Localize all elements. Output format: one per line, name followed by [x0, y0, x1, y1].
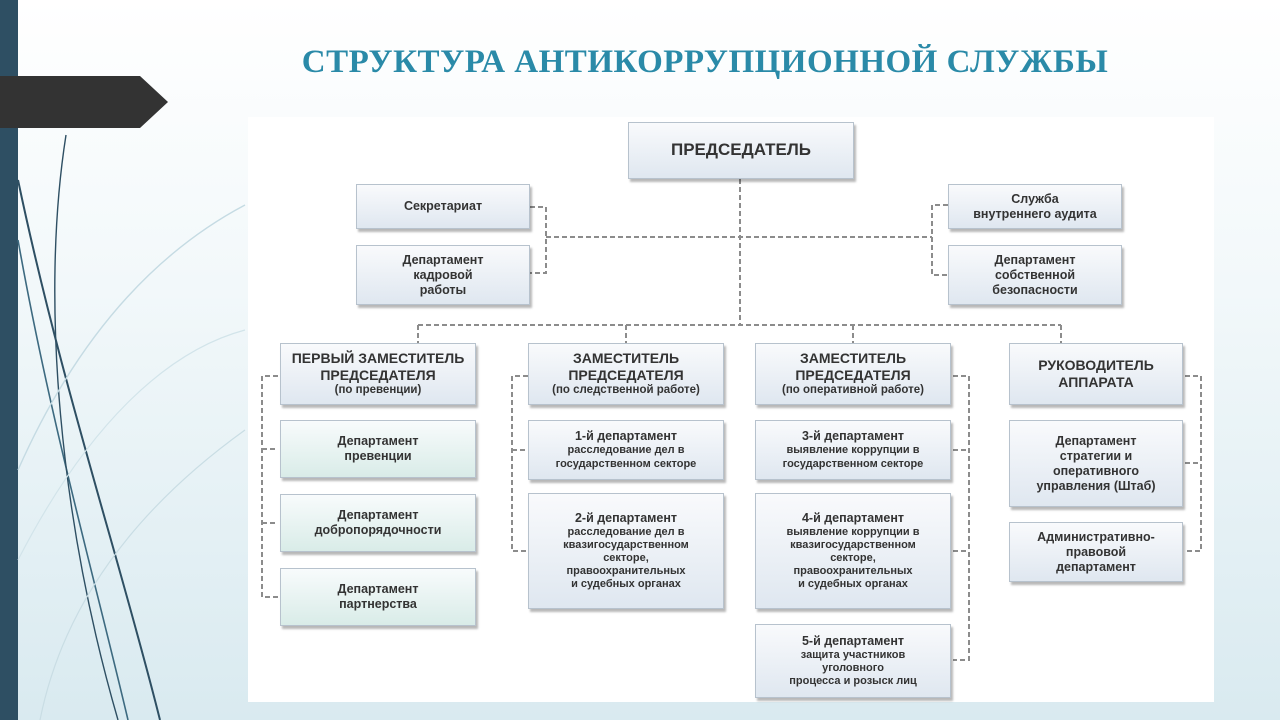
own-security-line: безопасности — [992, 282, 1078, 297]
department-5-box: 5-й департамент защита участников уголов… — [755, 624, 951, 698]
internal-audit-box: Служба внутреннего аудита — [948, 184, 1122, 229]
hr-department-line: Департамент — [402, 252, 484, 267]
department-line: департамент — [1056, 559, 1136, 574]
department-desc: секторе, — [603, 551, 649, 564]
investigation-deputy-box: ЗАМЕСТИТЕЛЬ ПРЕДСЕДАТЕЛЯ (по следственно… — [528, 343, 724, 405]
chairman-label: ПРЕДСЕДАТЕЛЬ — [670, 140, 812, 160]
secretariat-label: Секретариат — [403, 199, 483, 213]
department-name: 2-й департамент — [574, 510, 678, 525]
operational-deputy-title: ПРЕДСЕДАТЕЛЯ — [795, 367, 911, 384]
department-line: Департамент — [337, 508, 419, 522]
operational-deputy-note: (по оперативной работе) — [782, 383, 924, 396]
department-desc: уголовного — [822, 661, 884, 674]
department-desc: государственном секторе — [555, 457, 697, 470]
department-line: Административно- — [1037, 529, 1155, 544]
first-deputy-note: (по превенции) — [334, 383, 422, 396]
hr-department-line: кадровой — [413, 267, 473, 282]
department-desc: выявление коррупции в — [786, 444, 920, 457]
department-line: превенции — [344, 449, 412, 463]
title-tab-marker — [0, 76, 168, 128]
department-desc: и судебных органах — [798, 578, 908, 591]
department-3-box: 3-й департамент выявление коррупции в го… — [755, 420, 951, 480]
department-line: добропорядочности — [314, 523, 442, 537]
department-line: Департамент — [1055, 433, 1137, 448]
department-desc: квазигосударственном — [790, 538, 916, 551]
own-security-line: собственной — [994, 267, 1076, 282]
department-desc: правоохранительных — [793, 565, 913, 578]
secretariat-box: Секретариат — [356, 184, 530, 229]
department-line: партнерства — [339, 597, 417, 611]
operational-deputy-box: ЗАМЕСТИТЕЛЬ ПРЕДСЕДАТЕЛЯ (по оперативной… — [755, 343, 951, 405]
department-desc: и судебных органах — [571, 578, 681, 591]
operational-deputy-title: ЗАМЕСТИТЕЛЬ — [799, 350, 907, 367]
department-desc: расследование дел в — [567, 525, 685, 538]
decorative-swooshes — [17, 134, 246, 720]
department-line: оперативного — [1052, 463, 1140, 478]
hr-department-box: Департамент кадровой работы — [356, 245, 530, 305]
department-desc: секторе, — [830, 551, 876, 564]
internal-audit-line: внутреннего аудита — [973, 206, 1097, 221]
department-desc: государственном секторе — [782, 457, 924, 470]
chief-of-staff-title: РУКОВОДИТЕЛЬ — [1038, 357, 1154, 374]
left-accent-bar — [0, 0, 18, 720]
department-line: Департамент — [337, 582, 419, 596]
org-chart: ПРЕДСЕДАТЕЛЬ Секретариат Департамент кад… — [248, 117, 1214, 702]
own-security-box: Департамент собственной безопасности — [948, 245, 1122, 305]
department-line: Департамент — [337, 434, 419, 448]
legal-department-box: Административно- правовой департамент — [1009, 522, 1183, 582]
integrity-department-box: Департамент добропорядочности — [280, 494, 476, 552]
department-desc: процесса и розыск лиц — [789, 675, 917, 688]
partnership-department-box: Департамент партнерства — [280, 568, 476, 626]
department-desc: правоохранительных — [566, 565, 686, 578]
chairman-box: ПРЕДСЕДАТЕЛЬ — [628, 122, 854, 179]
chief-of-staff-box: РУКОВОДИТЕЛЬ АППАРАТА — [1009, 343, 1183, 405]
first-deputy-title: ПЕРВЫЙ ЗАМЕСТИТЕЛЬ — [291, 350, 465, 367]
internal-audit-line: Служба — [1011, 191, 1059, 206]
department-desc: квазигосударственном — [563, 538, 689, 551]
investigation-deputy-note: (по следственной работе) — [552, 383, 700, 396]
department-name: 1-й департамент — [574, 429, 678, 444]
first-deputy-title: ПРЕДСЕДАТЕЛЯ — [320, 367, 436, 384]
investigation-deputy-title: ПРЕДСЕДАТЕЛЯ — [568, 367, 684, 384]
department-name: 4-й департамент — [801, 510, 905, 525]
connector-lines — [261, 179, 1202, 661]
department-desc: защита участников — [800, 648, 906, 661]
department-line: правовой — [1065, 544, 1127, 559]
department-name: 3-й департамент — [801, 429, 905, 444]
hr-department-line: работы — [419, 282, 467, 297]
chief-of-staff-title: АППАРАТА — [1058, 374, 1134, 390]
first-deputy-box: ПЕРВЫЙ ЗАМЕСТИТЕЛЬ ПРЕДСЕДАТЕЛЯ (по прев… — [280, 343, 476, 405]
department-line: управления (Штаб) — [1036, 478, 1156, 493]
department-1-box: 1-й департамент расследование дел в госу… — [528, 420, 724, 480]
department-2-box: 2-й департамент расследование дел в кваз… — [528, 493, 724, 609]
department-line: стратегии и — [1059, 448, 1133, 463]
strategy-department-box: Департамент стратегии и оперативного упр… — [1009, 420, 1183, 507]
department-name: 5-й департамент — [801, 633, 905, 648]
prevention-department-box: Департамент превенции — [280, 420, 476, 478]
department-desc: расследование дел в — [567, 444, 685, 457]
slide-title: СТРУКТУРА АНТИКОРРУПЦИОННОЙ СЛУЖБЫ — [301, 44, 1109, 80]
department-desc: выявление коррупции в — [786, 525, 920, 538]
department-4-box: 4-й департамент выявление коррупции в кв… — [755, 493, 951, 609]
own-security-line: Департамент — [994, 252, 1076, 267]
investigation-deputy-title: ЗАМЕСТИТЕЛЬ — [572, 350, 680, 367]
